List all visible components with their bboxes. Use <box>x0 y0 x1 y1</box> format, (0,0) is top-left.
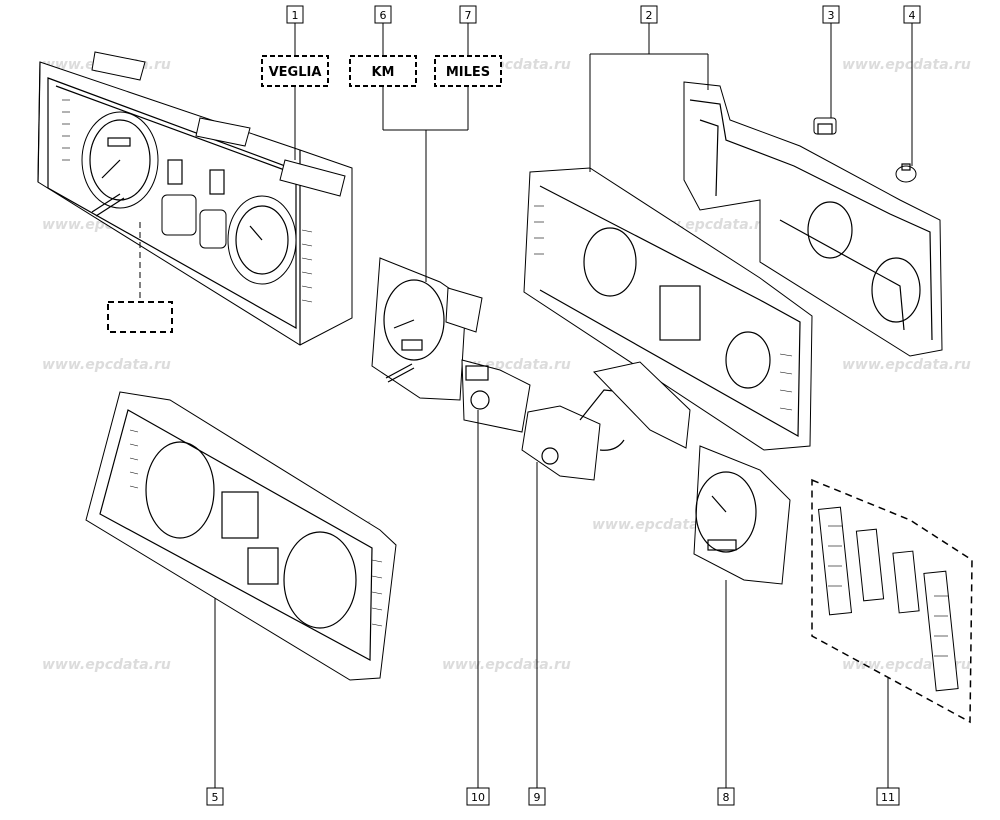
callout-11: 11 <box>876 787 900 806</box>
callout-3-label: 3 <box>828 9 835 22</box>
tag-veglia: VEGLIA <box>261 55 329 87</box>
callout-7-label: 7 <box>465 9 472 22</box>
callout-9: 9 <box>528 787 546 806</box>
callout-2-label: 2 <box>646 9 653 22</box>
fuel-temp-gauge <box>521 389 625 481</box>
callout-4-label: 4 <box>909 9 916 22</box>
callout-3: 3 <box>822 5 840 24</box>
callout-1-label: 1 <box>292 9 299 22</box>
bulb-holder <box>813 117 837 135</box>
callout-7: 7 <box>459 5 477 24</box>
tag-km-label: KM <box>371 65 394 80</box>
callout-8-label: 8 <box>723 791 730 804</box>
callout-9-label: 9 <box>534 791 541 804</box>
optional-item-box <box>107 222 173 333</box>
leader-lines <box>214 23 913 788</box>
callout-2: 2 <box>640 5 658 24</box>
watermark-text: www.epcdata.ru <box>42 357 171 373</box>
callout-4: 4 <box>903 5 921 24</box>
printed-circuit-housing <box>523 81 943 451</box>
tag-km: KM <box>349 55 417 87</box>
watermark-text: www.epcdata.ru <box>442 657 571 673</box>
tag-veglia-label: VEGLIA <box>269 65 322 80</box>
speedometer-module <box>371 257 483 401</box>
tag-miles-label: MILES <box>446 65 490 80</box>
watermark-text: www.epcdata.ru <box>842 357 971 373</box>
bulb <box>895 163 917 183</box>
instrument-panel-assembly <box>37 51 353 346</box>
clock-gauge <box>461 359 531 433</box>
watermark-text: www.epcdata.ru <box>42 657 171 673</box>
callout-5: 5 <box>206 787 224 806</box>
callout-1: 1 <box>286 5 304 24</box>
watermark-text: www.epcdata.ru <box>592 517 721 533</box>
callout-6: 6 <box>374 5 392 24</box>
front-bezel <box>85 391 397 681</box>
callout-10-label: 10 <box>471 791 485 804</box>
warning-light-cards <box>811 478 973 724</box>
callout-10: 10 <box>466 787 490 806</box>
tachometer <box>693 445 791 585</box>
watermark-text: www.epcdata.ru <box>842 57 971 73</box>
tag-miles: MILES <box>434 55 502 87</box>
callout-5-label: 5 <box>212 791 219 804</box>
callout-11-label: 11 <box>881 791 895 804</box>
callout-8: 8 <box>717 787 735 806</box>
callout-6-label: 6 <box>380 9 387 22</box>
